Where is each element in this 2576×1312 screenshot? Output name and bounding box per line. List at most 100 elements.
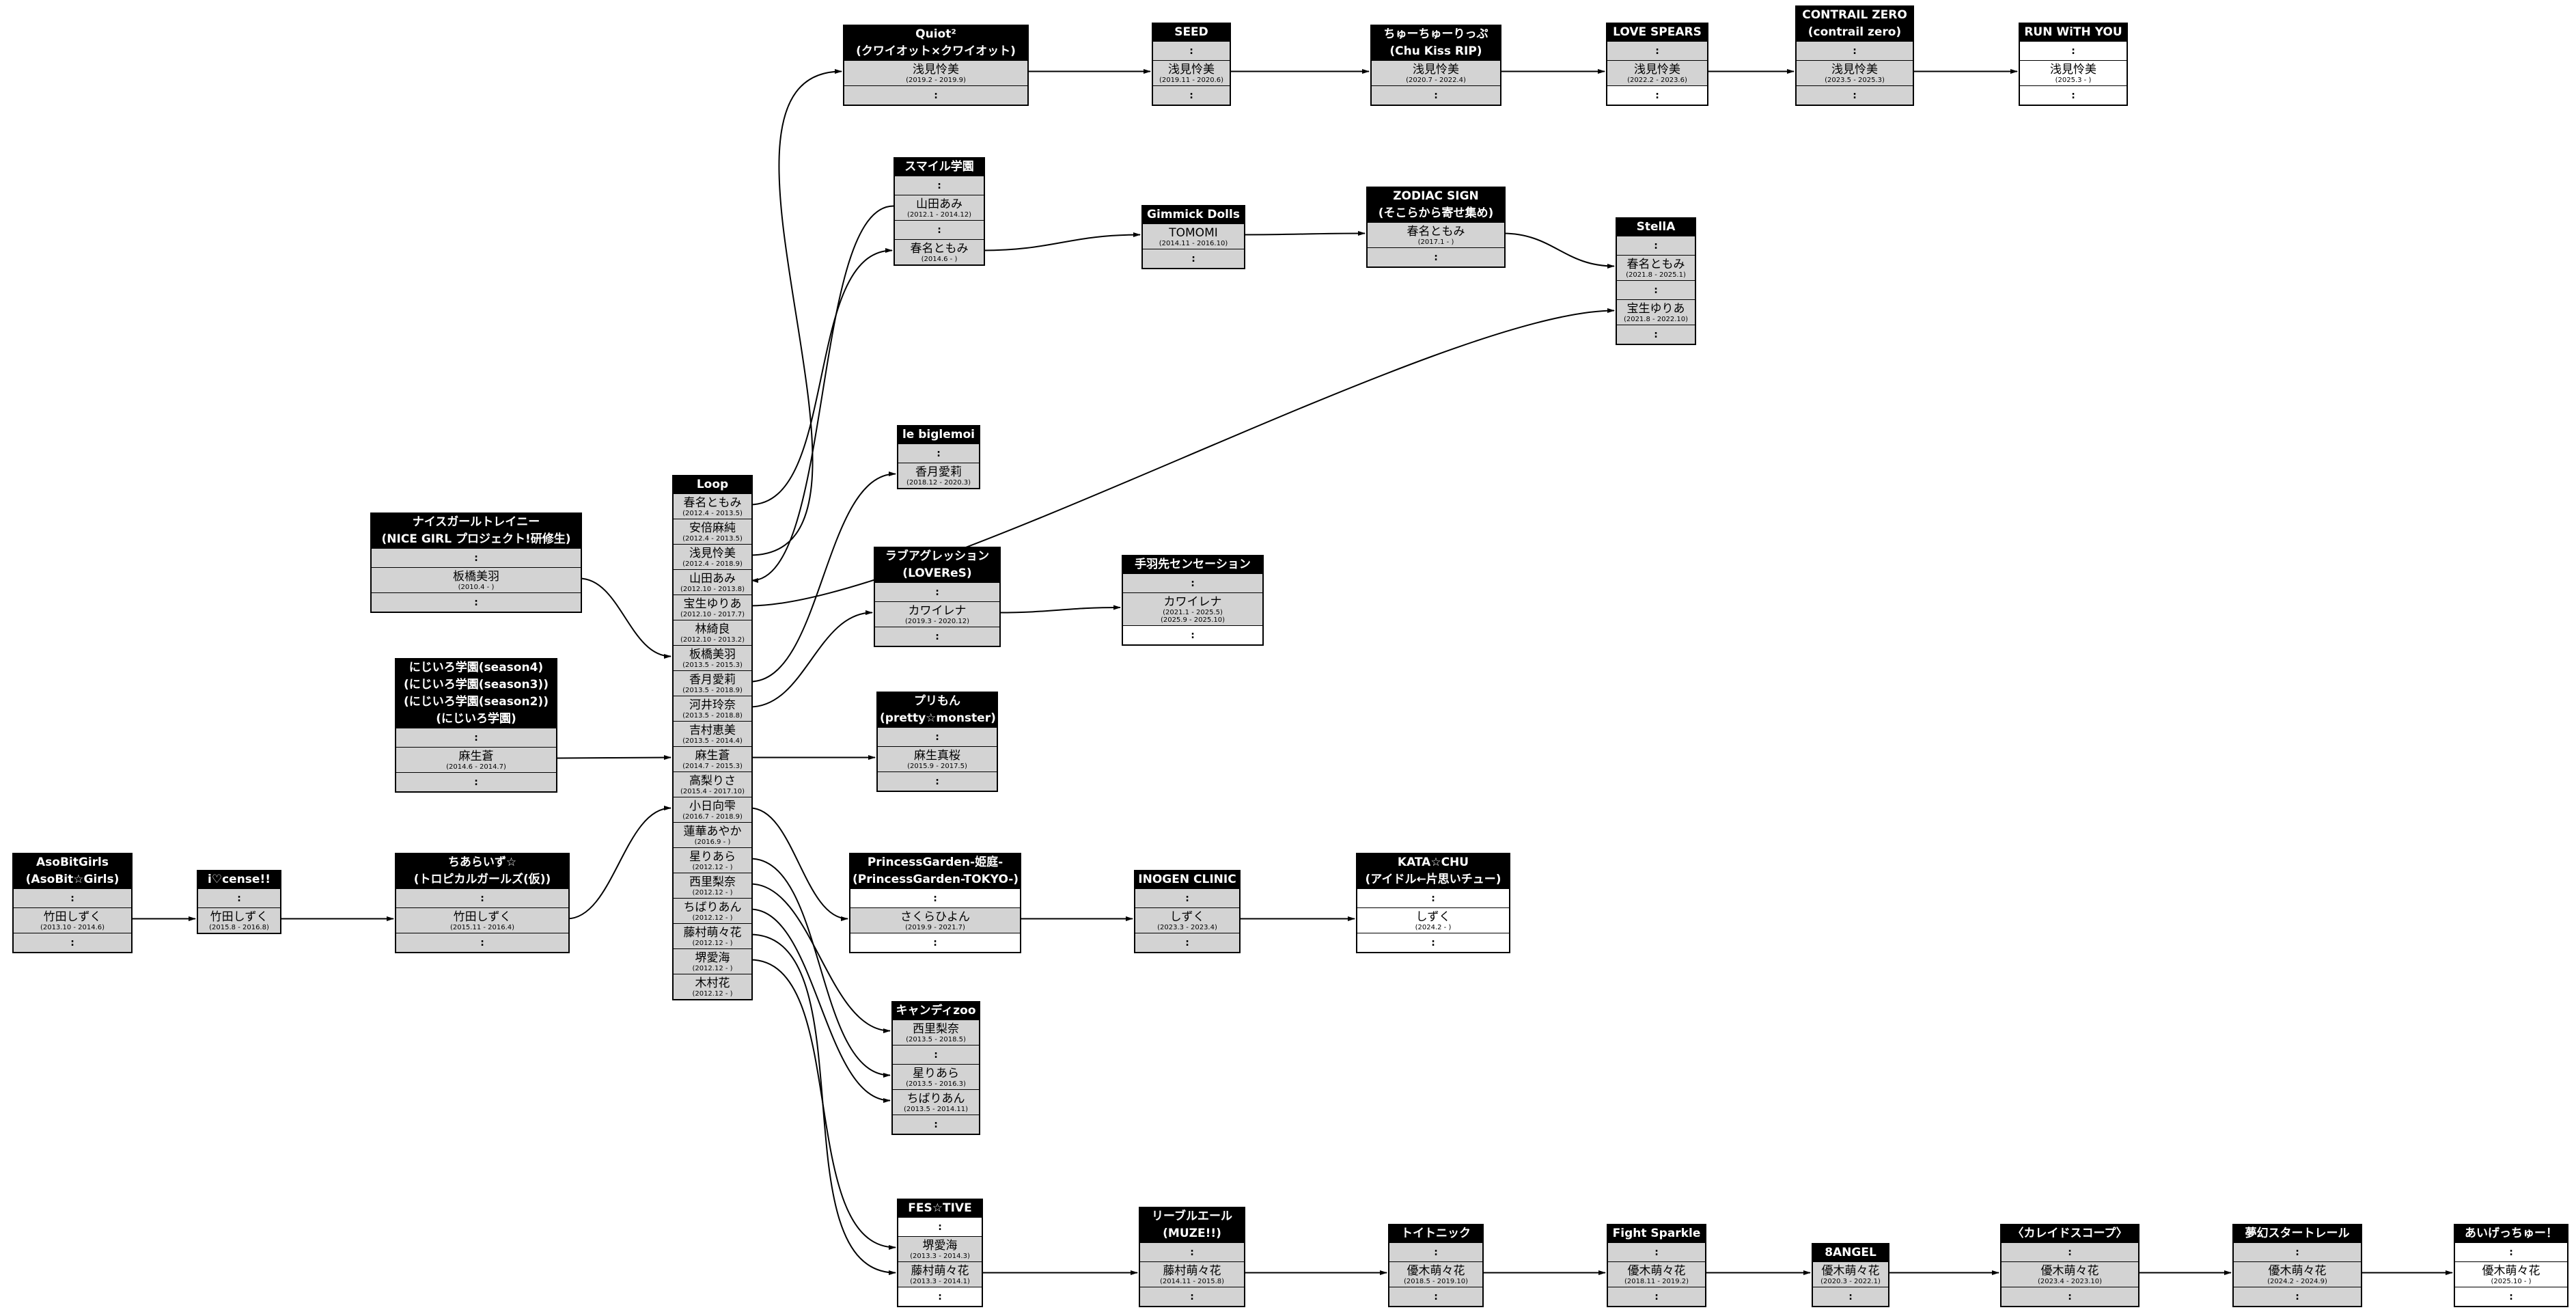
dots-glyph: :: [1654, 1291, 1659, 1302]
member-row: 竹田しずく(2015.11 - 2016.4): [396, 907, 568, 933]
dots-glyph: :: [2068, 1291, 2072, 1302]
member-name: 堺愛海: [922, 1238, 958, 1253]
member-dates: (2012.1 - 2014.12): [906, 210, 972, 219]
dots-row: :: [1123, 625, 1262, 644]
member-name: 板橋美羽: [453, 569, 499, 584]
member-name: カワイレナ: [908, 603, 967, 618]
dots-glyph: :: [2295, 1291, 2299, 1302]
member-name: 春名ともみ: [910, 241, 969, 256]
dots-row: :: [396, 728, 556, 747]
group-title-line: ちゅーちゅーりっぷ: [1383, 27, 1488, 41]
group-title-line: 手羽先センセーション: [1135, 558, 1251, 571]
member-dates: (2023.3 - 2023.4): [1157, 923, 1217, 931]
group-title: AsoBitGirls(AsoBit☆Girls): [14, 854, 131, 888]
dots-row: :: [1607, 41, 1707, 60]
dots-row: :: [895, 220, 984, 239]
member-dates: (2013.5 - 2016.3): [906, 1080, 966, 1088]
member-dates: (2025.3 - ): [2055, 76, 2092, 84]
member-name: TOMOMI: [1169, 226, 1218, 240]
member-row: 山田あみ(2012.1 - 2014.12): [895, 195, 984, 220]
member-dates: (2019.3 - 2020.12): [904, 617, 970, 625]
group-title-line: 8ANGEL: [1825, 1246, 1876, 1259]
member-dates: (2020.7 - 2022.4): [1406, 76, 1466, 84]
member-dates: (2013.5 - 2014.4): [682, 737, 743, 745]
dots-row: :: [1617, 280, 1695, 299]
member-row: ちばりあん(2012.12 - ): [674, 898, 751, 923]
dots-row: :: [1372, 85, 1500, 105]
group-node-biglemoi: le biglemoi:香月愛莉(2018.12 - 2020.3): [897, 425, 980, 489]
group-title-line: (PrincessGarden-TOKYO-): [853, 873, 1019, 886]
dots-row: :: [14, 888, 131, 907]
dots-row: :: [2020, 41, 2127, 60]
member-dates: (2019.2 - 2019.9): [906, 76, 966, 84]
edge: [749, 472, 896, 683]
group-title: FES☆TIVE: [898, 1200, 982, 1217]
group-title-line: SEED: [1174, 25, 1208, 39]
dots-glyph: :: [1654, 329, 1658, 340]
dots-glyph: :: [1431, 937, 1435, 948]
member-name: 林綺良: [695, 622, 730, 636]
member-dates: (2015.8 - 2016.8): [209, 923, 269, 931]
dots-glyph: :: [2068, 1246, 2072, 1258]
dots-glyph: :: [933, 892, 937, 904]
dots-glyph: :: [938, 1221, 942, 1233]
group-node-princess: PrincessGarden-姫庭-(PrincessGarden-TOKYO-…: [849, 853, 1021, 953]
member-row: 西里梨奈(2013.5 - 2018.5): [893, 1020, 979, 1045]
dots-glyph: :: [1853, 45, 1857, 57]
member-dates: (2014.11 - 2015.8): [1159, 1277, 1225, 1285]
group-title: Gimmick Dolls: [1143, 206, 1244, 223]
member-row: 西里梨奈(2012.12 - ): [674, 873, 751, 898]
member-dates: (2018.5 - 2019.10): [1403, 1277, 1469, 1285]
member-dates: (2024.2 - ): [1415, 923, 1452, 931]
dots-glyph: :: [1654, 284, 1658, 296]
dots-glyph: :: [937, 448, 941, 459]
dots-glyph: :: [1655, 90, 1659, 101]
member-name: 藤村萌々花: [683, 925, 742, 940]
group-node-lovespears: LOVE SPEARS:浅見怜美(2022.2 - 2023.6):: [1606, 23, 1708, 106]
member-dates: (2023.4 - 2023.10): [2037, 1277, 2103, 1285]
dots-row: :: [1357, 888, 1509, 907]
member-name: 優木萌々花: [1821, 1263, 1880, 1278]
member-dates: (2015.9 - 2017.5): [907, 762, 967, 770]
member-row: ちばりあん(2013.5 - 2014.11): [893, 1089, 979, 1115]
dots-row: :: [372, 592, 581, 612]
member-name: 板橋美羽: [689, 647, 736, 661]
dots-glyph: :: [480, 937, 484, 948]
group-title-line: Quiot²: [915, 27, 956, 41]
group-title: 手羽先センセーション: [1123, 556, 1262, 573]
dots-row: :: [878, 771, 997, 791]
group-title-line: リーブルエール: [1152, 1210, 1232, 1223]
member-row: 浅見怜美(2020.7 - 2022.4): [1372, 60, 1500, 85]
group-title: スマイル学園: [895, 159, 984, 176]
dots-glyph: :: [934, 1049, 938, 1061]
dots-row: :: [1140, 1242, 1244, 1261]
dots-row: :: [1135, 933, 1239, 952]
group-title: Quiot²(クワイオット×クワイオット): [844, 26, 1027, 60]
group-title-line: Gimmick Dolls: [1147, 208, 1240, 221]
member-name: 春名ともみ: [1407, 224, 1465, 238]
group-node-runwithyou: RUN WiTH YOU:浅見怜美(2025.3 - ):: [2019, 23, 2128, 106]
member-dates: (2023.5 - 2025.3): [1825, 76, 1885, 84]
dots-row: :: [1389, 1242, 1482, 1261]
group-node-smile: スマイル学園:山田あみ(2012.1 - 2014.12):春名ともみ(2014…: [894, 157, 985, 266]
edge: [579, 577, 671, 659]
dots-glyph: :: [1189, 45, 1193, 57]
member-row: 浅見怜美(2019.11 - 2020.6): [1153, 60, 1230, 85]
group-node-festive: FES☆TIVE:堺愛海(2013.3 - 2014.3)藤村萌々花(2013.…: [897, 1199, 983, 1307]
member-name: 優木萌々花: [1407, 1263, 1465, 1278]
group-title-line: (そこらから寄せ集め): [1378, 206, 1494, 220]
dots-row: :: [198, 888, 280, 907]
dots-glyph: :: [934, 90, 938, 101]
dots-glyph: :: [1191, 629, 1195, 641]
group-title-line: i♡cense!!: [208, 873, 271, 886]
member-row: 吉村恵美(2013.5 - 2014.4): [674, 721, 751, 746]
dots-row: :: [875, 582, 999, 601]
dots-row: :: [1368, 247, 1504, 266]
group-title-line: (トロピカルガールズ(仮)): [413, 873, 551, 886]
edge: [749, 308, 1615, 607]
member-dates: (2012.4 - 2013.5): [682, 534, 743, 543]
group-title: ちゅーちゅーりっぷ(Chu Kiss RIP): [1372, 26, 1500, 60]
member-name: 浅見怜美: [1831, 62, 1878, 77]
